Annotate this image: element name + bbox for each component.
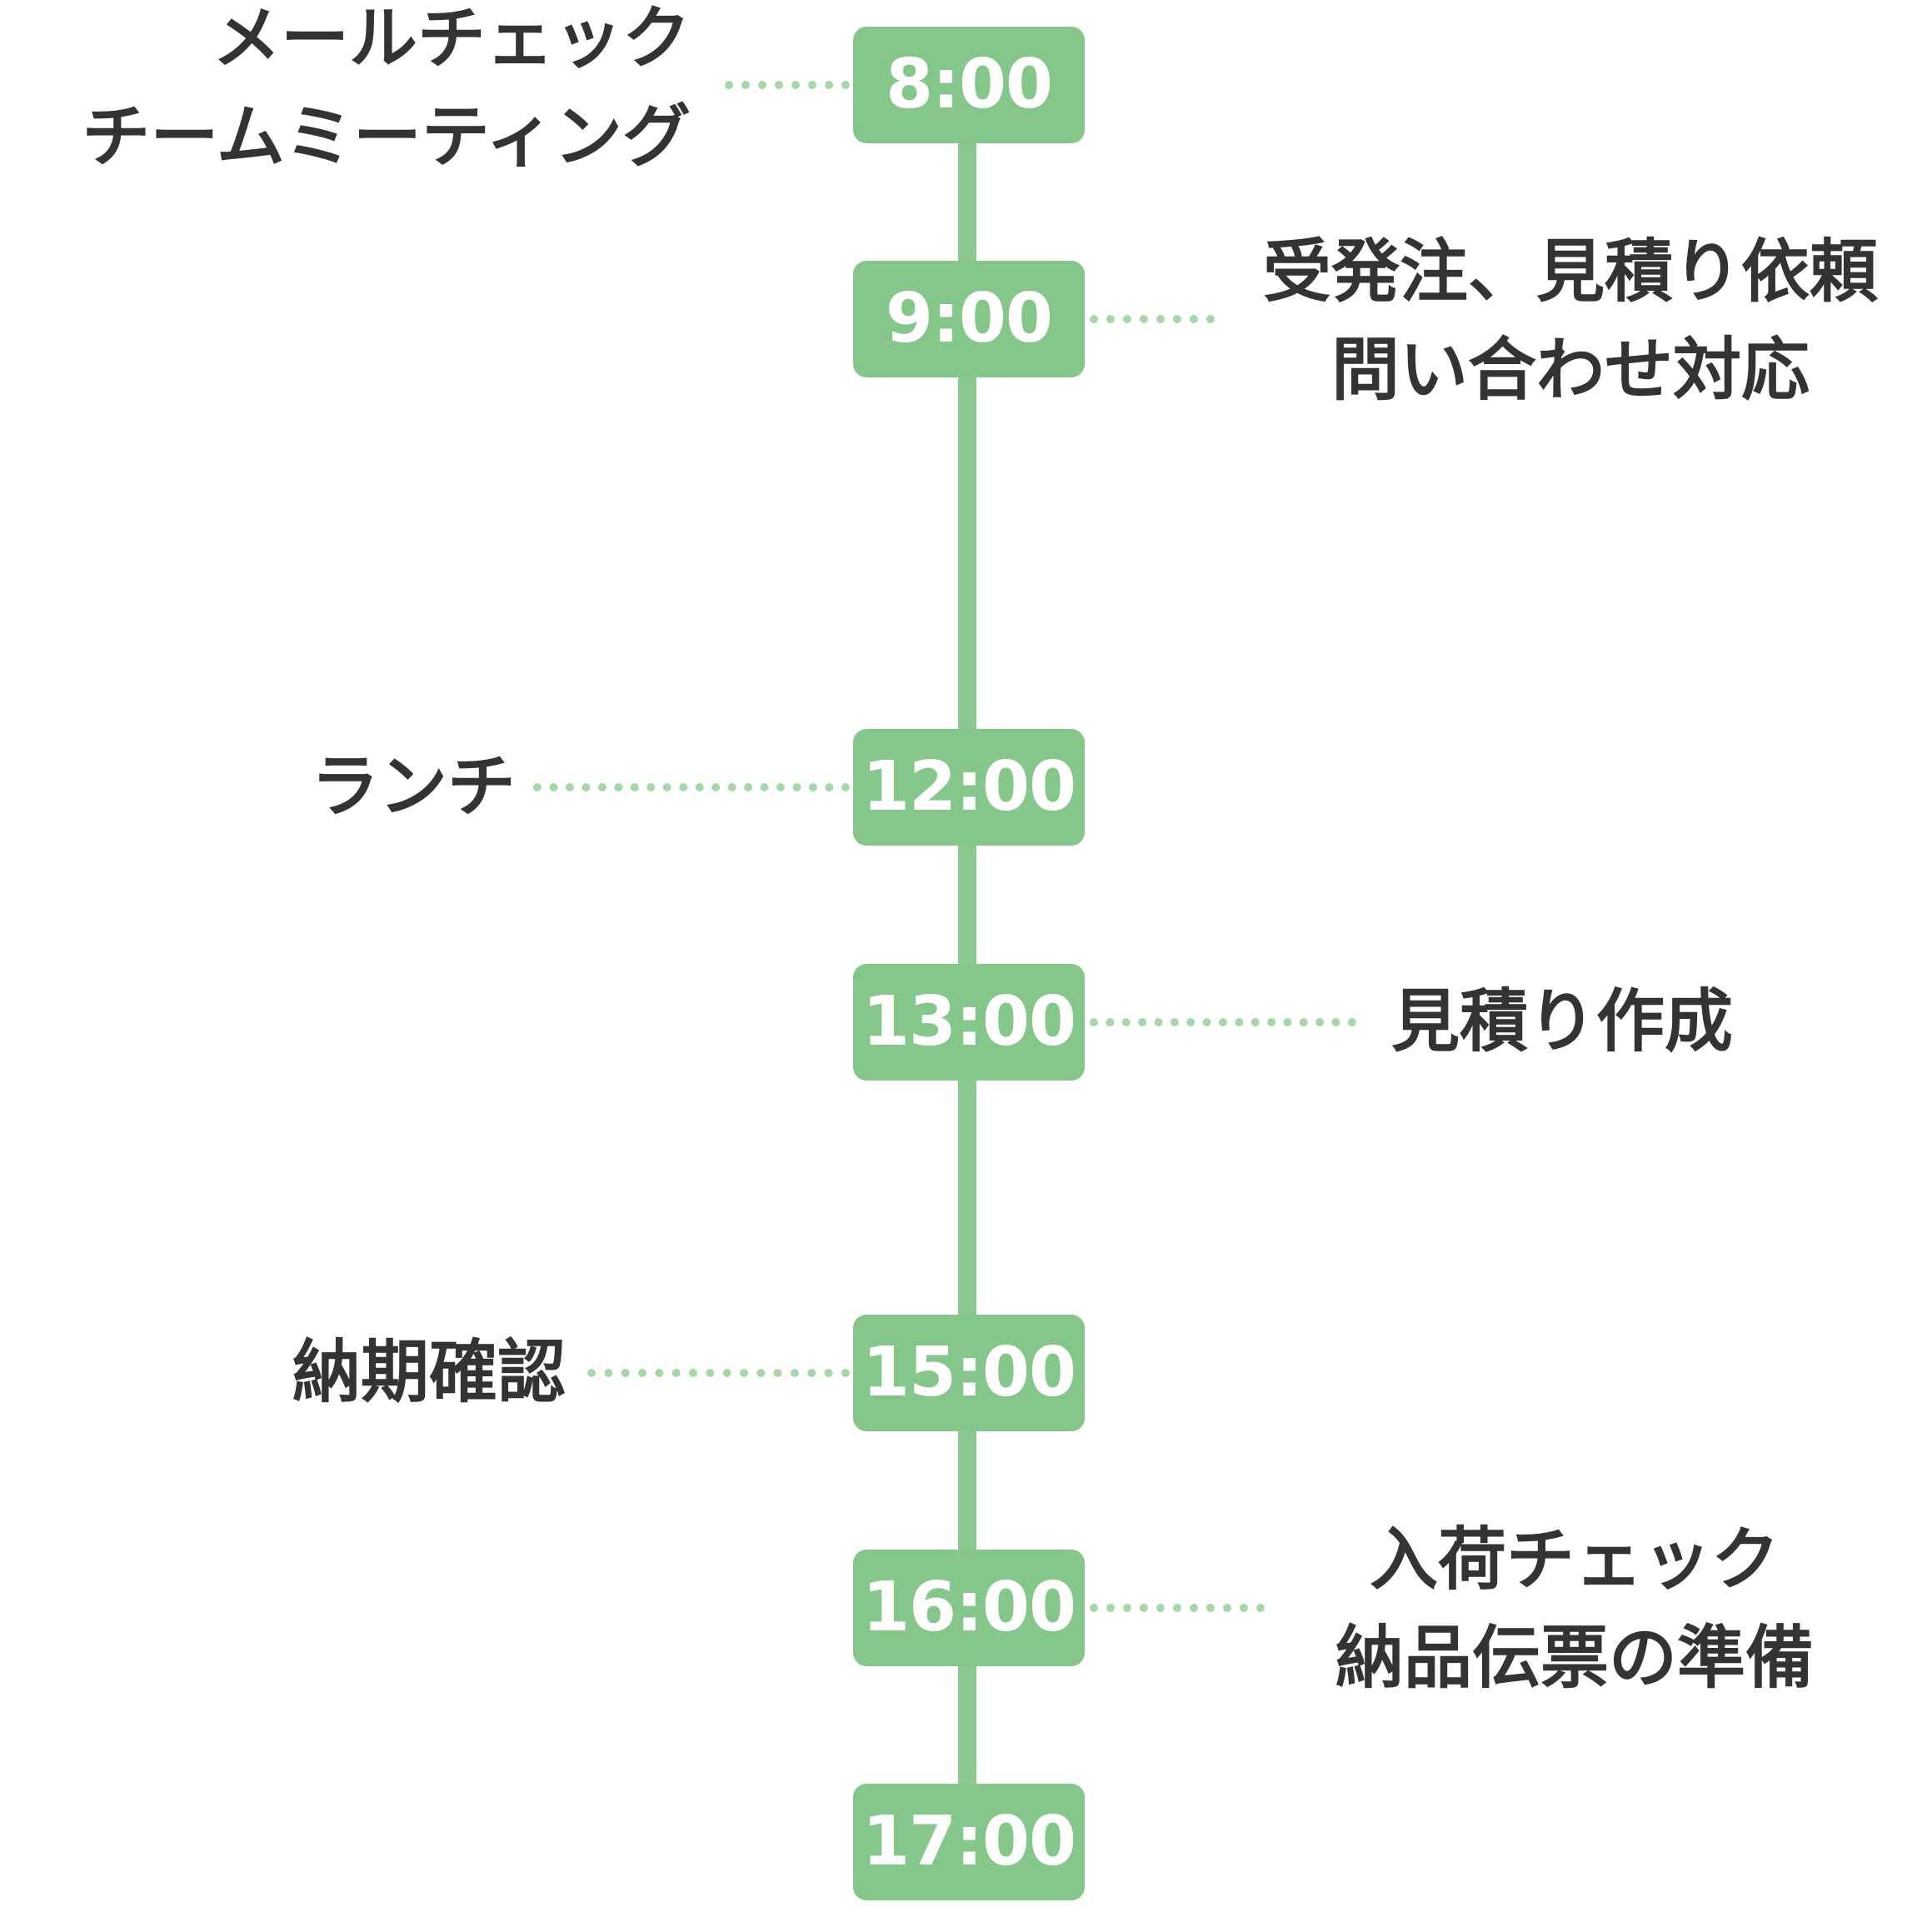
task-1600-line-1: 入荷チェック [1369,1520,1780,1600]
time-badge-1500: 15:00 [853,1315,1085,1431]
connector-1500 [587,1369,850,1377]
task-0900: 受発注、見積り依頼 問い合わせ対応 [1241,223,1900,420]
task-0900-line-1: 受発注、見積り依頼 [1262,232,1878,312]
task-1500-line-1: 納期確認 [292,1333,566,1412]
task-1500: 納期確認 [292,1324,566,1422]
time-badge-1300: 13:00 [853,964,1085,1081]
connector-1200 [533,783,850,791]
time-badge-0900: 9:00 [853,261,1085,377]
time-badge-1600: 16:00 [853,1550,1085,1666]
task-1300-line-1: 見積り作成 [1390,982,1733,1061]
connector-1600 [1090,1604,1265,1612]
task-0800: メールチェック チームミーティング [82,0,691,187]
task-0800-line-1: メールチェック [212,0,691,78]
time-badge-1200: 12:00 [853,729,1085,846]
task-1300: 見積り作成 [1366,973,1758,1071]
time-badge-1700: 17:00 [853,1784,1085,1900]
task-1600-line-2: 納品伝票の準備 [1335,1619,1814,1698]
connector-0900 [1090,315,1215,323]
task-1200: ランチ [311,738,516,836]
task-1600: 入荷チェック 納品伝票の準備 [1283,1511,1866,1708]
time-badge-0800: 8:00 [853,27,1085,143]
task-0900-line-2: 問い合わせ対応 [1330,331,1810,410]
task-1200-line-1: ランチ [310,747,516,826]
connector-1300 [1090,1018,1356,1026]
connector-0800 [725,81,850,89]
task-0800-line-2: チームミーティング [82,97,691,177]
